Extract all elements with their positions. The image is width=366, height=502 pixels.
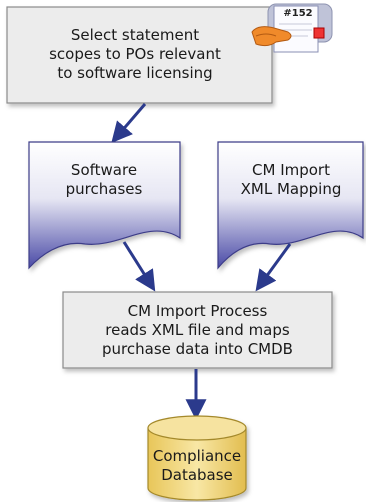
software-purchases-label: Software purchases	[65, 161, 143, 198]
xml-mapping-label: CM Import XML Mapping	[240, 161, 342, 198]
compliance-database-label: Compliance Database	[152, 447, 242, 484]
purchase-order-icon	[251, 3, 333, 53]
select-step-label: Select statement scopes to POs relevant …	[49, 25, 221, 82]
xml-mapping-document	[217, 141, 364, 270]
po-number-badge: #152	[283, 8, 313, 19]
software-purchases-document	[28, 141, 181, 270]
import-process-label: CM Import Process reads XML file and map…	[102, 301, 293, 358]
arrow-select-to-purchases	[111, 103, 147, 144]
compliance-database-cylinder	[147, 415, 247, 501]
import-process-box	[62, 291, 333, 369]
hand-icon	[251, 26, 292, 47]
select-step-box	[6, 6, 273, 104]
arrow-mapping-to-process	[255, 243, 292, 292]
arrow-purchases-to-process	[122, 241, 156, 292]
